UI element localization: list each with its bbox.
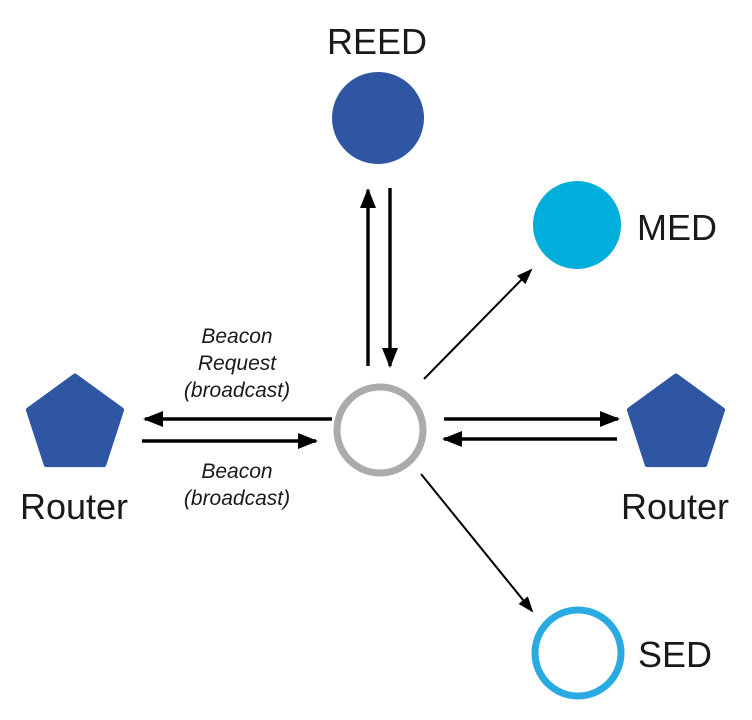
- center-device-node: [333, 383, 427, 477]
- router-right-label: Router: [621, 486, 729, 527]
- reed-label: REED: [327, 21, 427, 62]
- med-label: MED: [637, 207, 717, 248]
- arrow-center-to-sed: [420, 473, 534, 613]
- beacon-line2: (broadcast): [184, 487, 290, 510]
- beacon-request-line3: (broadcast): [184, 379, 290, 402]
- beacon-request-line1: Beacon: [201, 325, 272, 348]
- beacon-label: Beacon (broadcast): [184, 460, 290, 510]
- arrow-center-to-med: [423, 268, 533, 380]
- router-right-node: [626, 373, 726, 468]
- router-left-node: [25, 373, 125, 468]
- router-left-label: Router: [20, 486, 128, 527]
- beacon-request-label: Beacon Request (broadcast): [184, 325, 290, 402]
- beacon-line1: Beacon: [201, 460, 272, 483]
- sed-label: SED: [638, 634, 712, 675]
- med-node: [533, 181, 621, 269]
- reed-node: [332, 72, 424, 164]
- sed-node: [531, 606, 625, 700]
- beacon-request-line2: Request: [198, 352, 277, 375]
